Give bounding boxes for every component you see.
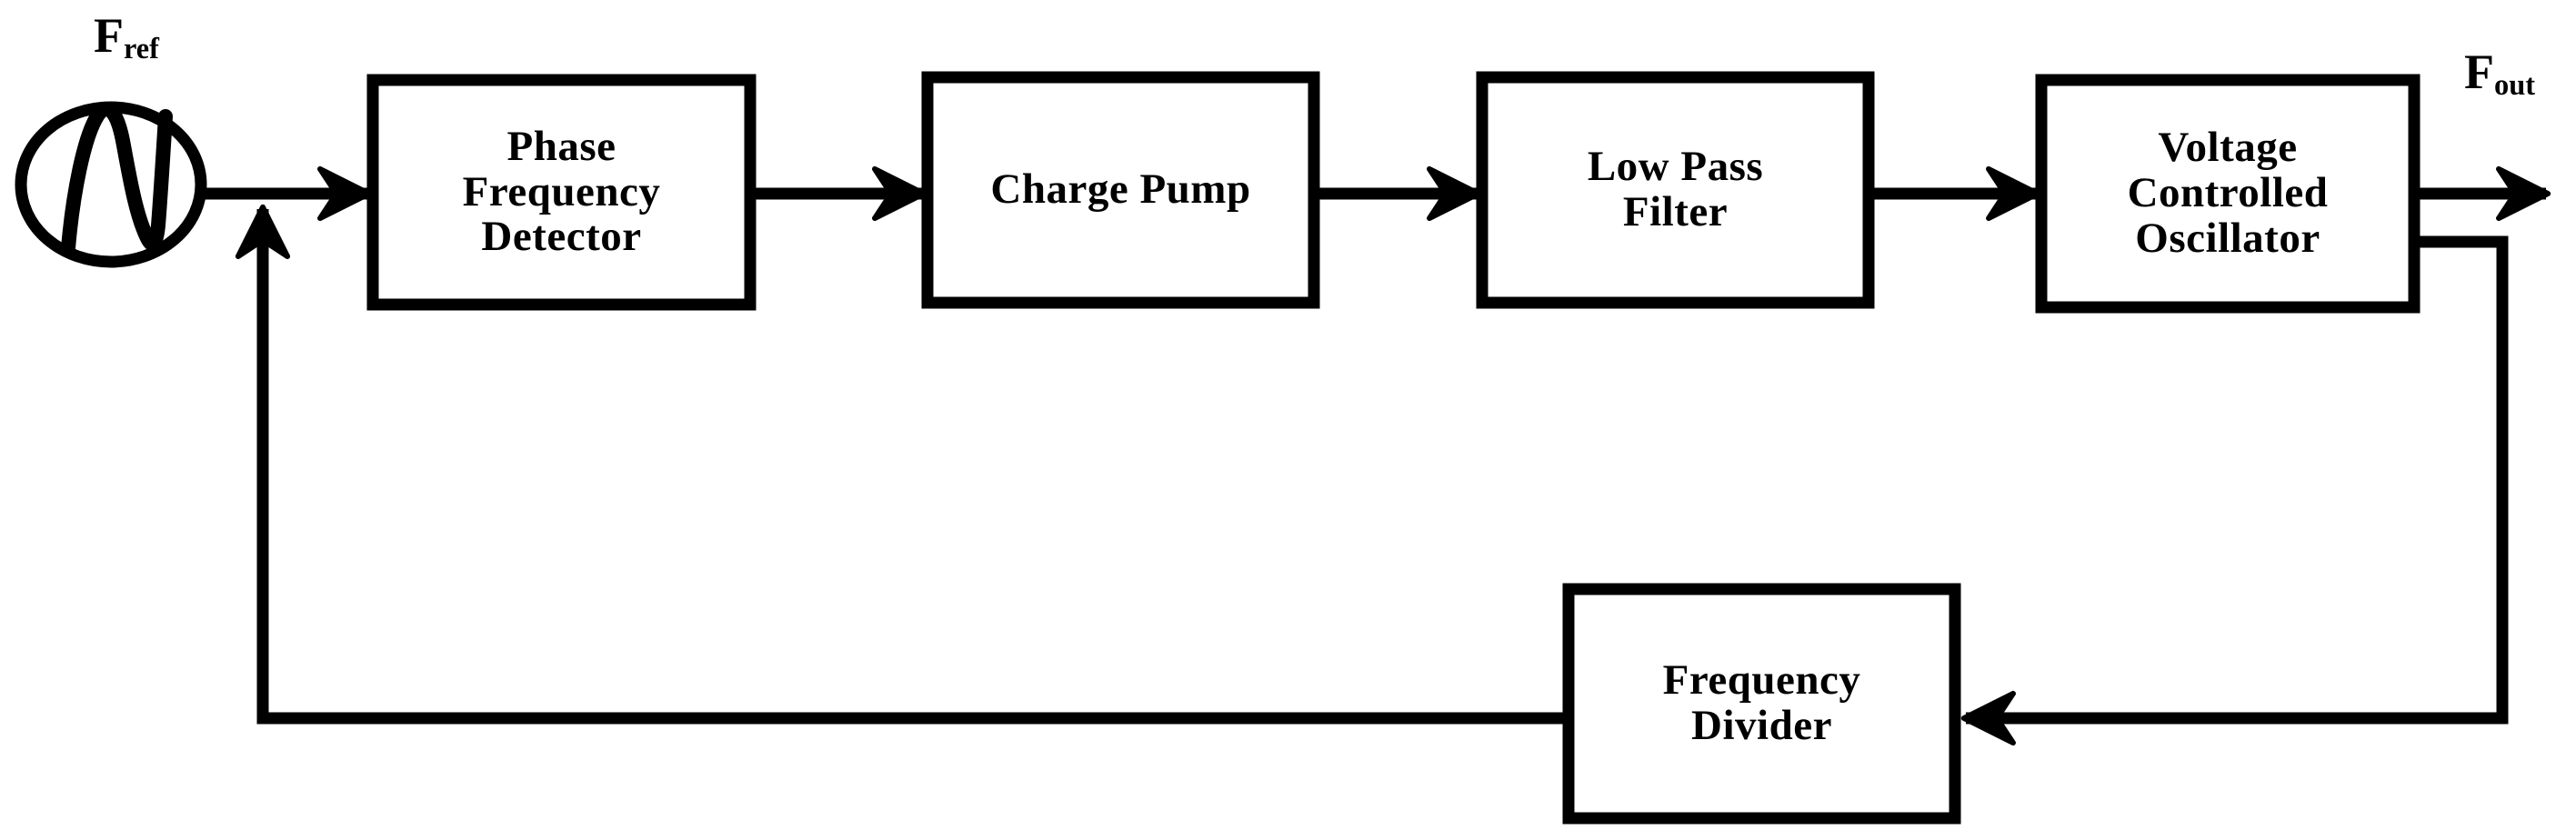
wire-frequency-divider-to-pfd [235,204,1569,725]
wire-vco-to-frequency-divider [1960,235,2509,746]
sine-wave-icon [61,101,173,255]
block-voltage-controlled-oscillator[interactable] [2035,74,2421,314]
oscillator-circle [15,101,207,268]
block-frequency-divider[interactable] [1562,583,1961,825]
block-low-pass-filter[interactable] [1476,71,1875,309]
block-phase-frequency-detector[interactable] [366,74,757,311]
reference-oscillator-symbol [15,101,207,268]
block-charge-pump[interactable] [921,71,1320,309]
